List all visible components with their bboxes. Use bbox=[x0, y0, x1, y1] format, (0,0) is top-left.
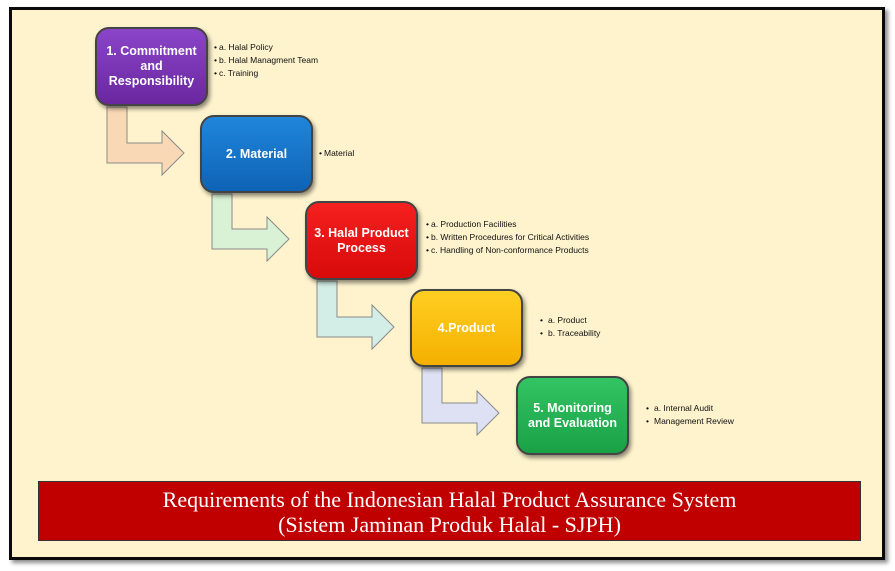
arrow-2-to-3 bbox=[211, 193, 290, 263]
step-bullets-material: Material bbox=[319, 147, 354, 160]
bullet-item: c. Training bbox=[214, 67, 318, 80]
step-bullets-commitment: a. Halal Policy b. Halal Managment Team … bbox=[214, 41, 318, 80]
bullet-item: a. Product bbox=[540, 314, 600, 327]
step-label: 3. Halal Product Process bbox=[314, 225, 409, 255]
step-label: 2. Material bbox=[225, 146, 288, 161]
arrow-4-to-5 bbox=[421, 367, 500, 437]
step-label: 1. Commitment and Responsibility bbox=[106, 44, 197, 88]
arrow-3-to-4 bbox=[316, 280, 395, 351]
step-label: 5. Monitoring and Evaluation bbox=[528, 400, 617, 430]
bullet-item: b. Written Procedures for Critical Activ… bbox=[426, 231, 589, 244]
bullet-item: b. Halal Managment Team bbox=[214, 54, 318, 67]
step-box-monitoring: 5. Monitoring and Evaluation bbox=[516, 376, 629, 455]
step-box-process: 3. Halal Product Process bbox=[305, 201, 418, 280]
step-label: 4.Product bbox=[437, 320, 496, 335]
step-bullets-process: a. Production Facilities b. Written Proc… bbox=[426, 218, 589, 257]
bullet-item: a. Internal Audit bbox=[646, 402, 734, 415]
bullet-item: a. Production Facilities bbox=[426, 218, 589, 231]
bullet-item: Management Review bbox=[646, 415, 734, 428]
step-bullets-product: a. Product b. Traceability bbox=[540, 314, 600, 340]
banner-title: Requirements of the Indonesian Halal Pro… bbox=[162, 487, 737, 512]
step-bullets-monitoring: a. Internal Audit Management Review bbox=[646, 402, 734, 428]
title-banner: Requirements of the Indonesian Halal Pro… bbox=[38, 481, 861, 541]
bullet-item: c. Handling of Non-conformance Products bbox=[426, 244, 589, 257]
step-box-product: 4.Product bbox=[410, 289, 523, 367]
step-box-material: 2. Material bbox=[200, 115, 313, 193]
arrow-1-to-2 bbox=[106, 106, 185, 177]
bullet-item: Material bbox=[319, 147, 354, 160]
bullet-item: a. Halal Policy bbox=[214, 41, 318, 54]
step-box-commitment: 1. Commitment and Responsibility bbox=[95, 27, 208, 106]
banner-subtitle: (Sistem Jaminan Produk Halal - SJPH) bbox=[278, 512, 621, 537]
bullet-item: b. Traceability bbox=[540, 327, 600, 340]
